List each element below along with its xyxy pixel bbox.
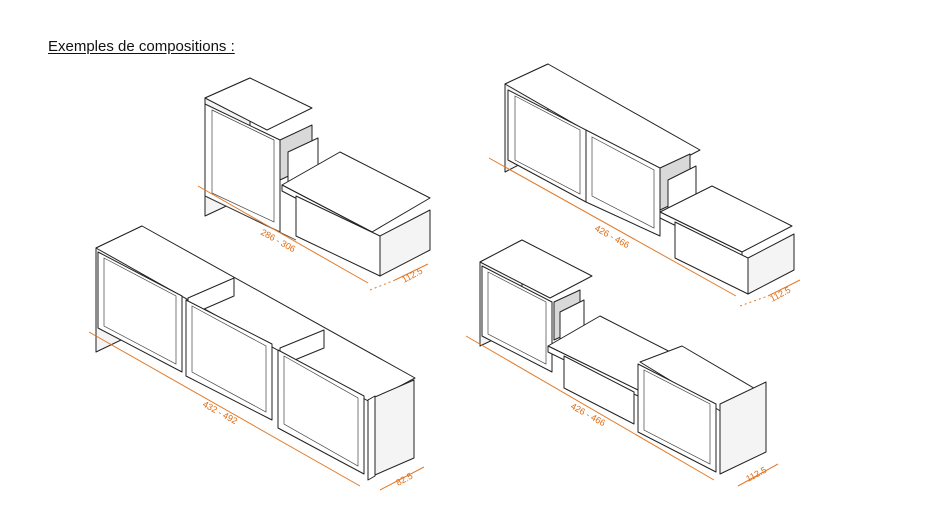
composition-2-desk [504,63,795,295]
composition-1-desk [204,77,431,277]
composition-1-depth: 112.5 [400,266,424,285]
composition-3-length: 432 - 492 [201,399,239,426]
composition-2-depth: 112.5 [768,285,792,304]
composition-4-depth: 112.5 [744,465,768,484]
composition-3-desk [95,225,416,481]
composition-4-desk [479,239,767,475]
page-heading: Exemples de compositions : [48,38,235,55]
